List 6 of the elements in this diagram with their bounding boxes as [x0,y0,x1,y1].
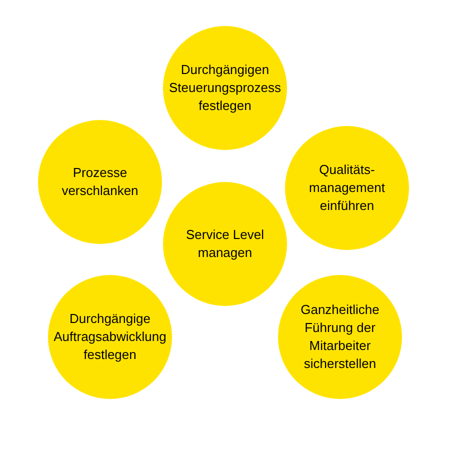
node-label: Durchgängigen Steuerungsprozess festlegen [168,61,282,115]
node-label: Qualitäts-management einführen [308,161,386,215]
node-label: Prozesse verschlanken [60,164,140,200]
node-label: Ganzheitliche Führung der Mitarbeiter sicherstellen [300,301,380,373]
node-label: Service Level managen [184,226,266,262]
node-label: Durchgängige Auftragsabwicklung festlegen [52,310,168,364]
